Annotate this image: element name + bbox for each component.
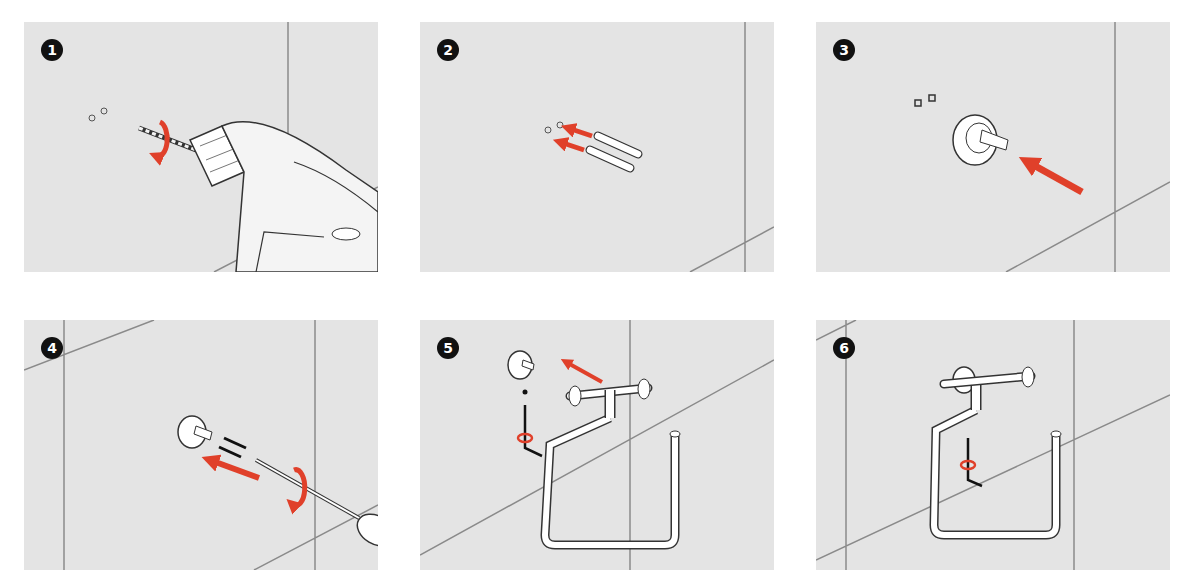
step-panel (420, 22, 774, 272)
mount-arrow (1028, 162, 1082, 192)
wall-plug (590, 150, 630, 168)
allen-key (525, 405, 542, 456)
step-panel (24, 22, 378, 272)
step-panel (24, 22, 378, 272)
holder-bar (1022, 367, 1034, 387)
holder-loop (545, 418, 675, 545)
step-number-text: 6 (839, 341, 849, 355)
step-panel (816, 22, 1170, 272)
drill-hole (545, 127, 551, 133)
screw (219, 447, 241, 457)
wall-background (816, 22, 1170, 272)
holder-loop (670, 431, 680, 437)
step-number: 5 (437, 337, 459, 359)
wall-plug (598, 136, 638, 154)
holder-bar (638, 379, 650, 399)
wall-background (816, 320, 1170, 570)
step-panel (24, 320, 378, 570)
holder-loop (545, 418, 675, 545)
screwdriver (256, 460, 359, 518)
holder-loop (1051, 431, 1061, 437)
drill-hole (557, 122, 563, 128)
plug-hole (929, 95, 935, 101)
drill-hole (89, 115, 95, 121)
mounting-rosette (522, 360, 534, 370)
step-number-text: 1 (47, 43, 57, 57)
drill-body (222, 122, 378, 272)
rotation-arrow (156, 122, 167, 156)
step-number-text: 2 (443, 43, 453, 57)
step-number: 1 (41, 39, 63, 61)
drill-body (332, 228, 360, 240)
mount-arrow (566, 362, 602, 382)
rotation-arrow (961, 461, 975, 469)
screw-arrow (210, 460, 259, 478)
step-number-text: 3 (839, 43, 849, 57)
drill-body (256, 162, 378, 272)
grub-screw (523, 390, 528, 395)
step-panel (420, 320, 774, 570)
holder-bar (569, 386, 581, 406)
drill-hole (101, 108, 107, 114)
tile-joint (1006, 22, 1170, 272)
tile-joint (214, 22, 378, 272)
step-panel (816, 320, 1170, 570)
holder-post (605, 390, 616, 418)
step-number: 6 (833, 337, 855, 359)
step-panel (816, 320, 1170, 570)
screw (224, 438, 246, 448)
screwdriver (352, 508, 378, 552)
step-number-text: 5 (443, 341, 453, 355)
step-panel (24, 320, 400, 570)
holder-post (971, 382, 982, 410)
step-number: 4 (41, 337, 63, 359)
holder-bar (944, 376, 1031, 384)
rotation-arrow (292, 470, 305, 506)
wall-background (24, 22, 378, 272)
holder-loop (934, 410, 1056, 535)
insert-arrow (560, 142, 584, 150)
step-number: 2 (437, 39, 459, 61)
wall-background (24, 320, 378, 570)
holder-loop (934, 410, 1056, 535)
insert-arrow (568, 128, 592, 136)
wall-background (420, 22, 774, 272)
tile-joint (420, 320, 774, 570)
step-number: 3 (833, 39, 855, 61)
wall-background (420, 320, 774, 570)
holder-post (972, 382, 980, 410)
tile-joint (816, 320, 1170, 570)
step-panel (420, 22, 774, 272)
step-panel (420, 320, 774, 570)
rotation-arrow (518, 434, 532, 442)
step-number-text: 4 (47, 341, 57, 355)
wall-plug (590, 150, 630, 168)
mounting-rosette (980, 130, 1008, 150)
tile-joint (24, 320, 378, 570)
holder-post (606, 390, 614, 418)
plug-hole (915, 100, 921, 106)
mounting-rosette (194, 426, 212, 440)
tile-joint (690, 22, 774, 272)
wall-plug (598, 136, 638, 154)
step-panel (816, 22, 1170, 272)
screwdriver (256, 460, 359, 518)
holder-bar (944, 376, 1031, 384)
